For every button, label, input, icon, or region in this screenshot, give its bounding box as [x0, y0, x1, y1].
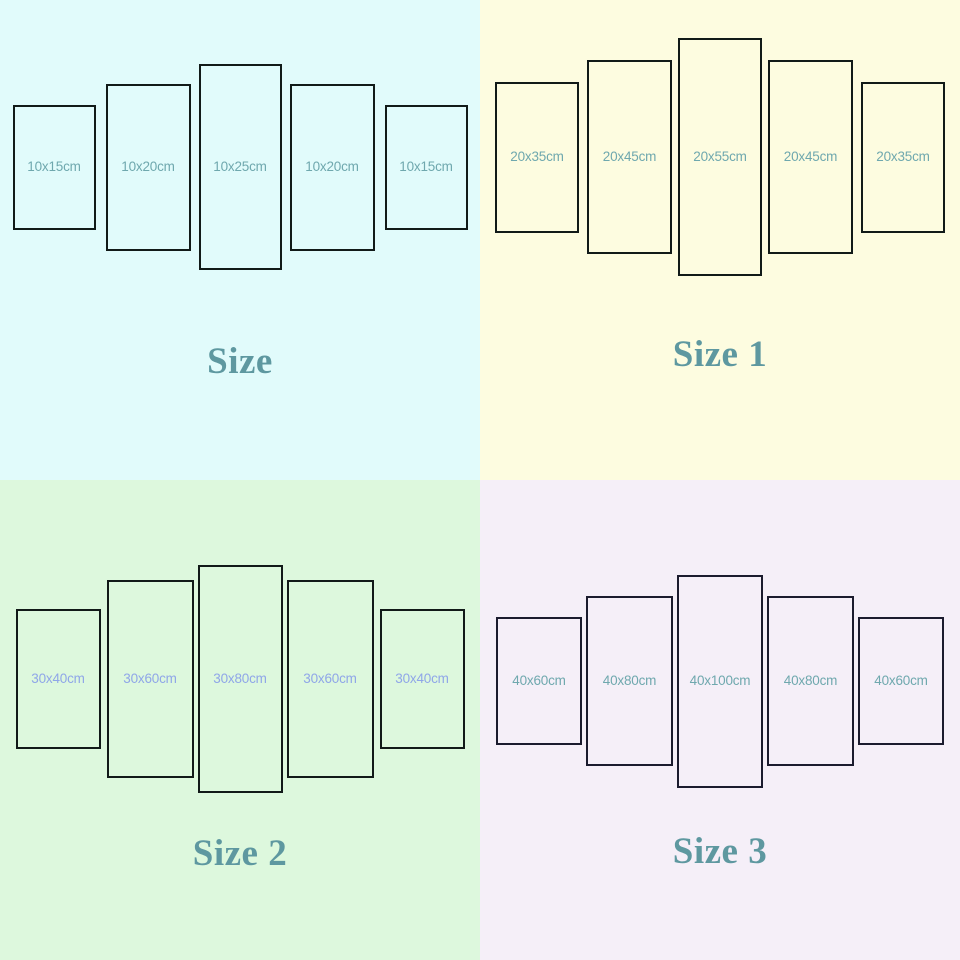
frame-size-label: 10x20cm — [121, 159, 175, 175]
canvas-frame[interactable]: 20x45cm — [587, 60, 672, 254]
frame-size-label: 40x80cm — [783, 673, 838, 689]
frame-size-label: 10x20cm — [305, 159, 359, 175]
canvas-frame[interactable]: 20x35cm — [861, 81, 945, 233]
frame-group: 20x35cm 20x45cm 20x55cm 20x45cm 20x35cm — [480, 0, 960, 322]
canvas-frame[interactable]: 40x60cm — [858, 617, 944, 745]
canvas-frame[interactable]: 30x60cm — [106, 580, 194, 778]
frame-size-label: 30x80cm — [213, 671, 267, 687]
frame-group: 30x40cm 30x60cm 30x80cm 30x60cm 30x40cm — [0, 514, 480, 844]
canvas-frame[interactable]: 30x60cm — [286, 580, 374, 778]
frame-size-label: 30x60cm — [303, 671, 357, 687]
canvas-frame[interactable]: 40x60cm — [496, 617, 582, 745]
canvas-frame[interactable]: 20x45cm — [768, 60, 853, 254]
frame-size-label: 20x35cm — [876, 149, 930, 165]
frame-group: 40x60cm 40x80cm 40x100cm 40x80cm 40x60cm — [480, 516, 960, 846]
frame-size-label: 40x60cm — [512, 673, 566, 689]
frame-size-label: 30x40cm — [31, 671, 85, 687]
frame-group: 10x15cm 10x20cm 10x25cm 10x20cm 10x15cm — [0, 2, 480, 332]
canvas-frame[interactable]: 30x40cm — [379, 609, 465, 749]
frame-size-label: 30x40cm — [395, 671, 449, 687]
frame-size-label: 20x45cm — [602, 149, 657, 165]
canvas-frame[interactable]: 10x15cm — [384, 104, 468, 230]
frame-size-label: 10x15cm — [27, 159, 81, 175]
frame-size-label: 40x60cm — [874, 673, 928, 689]
canvas-frame[interactable]: 10x20cm — [105, 83, 191, 251]
frame-size-label: 40x80cm — [602, 673, 657, 689]
panel-title: Size 1 — [672, 334, 768, 375]
frame-size-label: 10x15cm — [399, 159, 453, 175]
panel-title: Size 3 — [672, 831, 768, 872]
canvas-frame[interactable]: 30x80cm — [197, 565, 283, 793]
canvas-frame[interactable]: 20x55cm — [678, 38, 762, 276]
panel-title: Size — [207, 341, 273, 382]
frame-size-label: 20x55cm — [693, 149, 747, 165]
canvas-frame[interactable]: 30x40cm — [15, 609, 101, 749]
canvas-frame[interactable]: 40x80cm — [767, 596, 854, 766]
frame-size-label: 40x100cm — [689, 673, 751, 689]
frame-size-label: 10x25cm — [213, 159, 267, 175]
canvas-frame[interactable]: 40x100cm — [677, 574, 763, 788]
canvas-frame[interactable]: 10x20cm — [289, 83, 375, 251]
canvas-frame[interactable]: 40x80cm — [586, 596, 673, 766]
canvas-frame[interactable]: 10x25cm — [198, 64, 282, 270]
frame-size-label: 20x35cm — [510, 149, 564, 165]
frame-size-label: 30x60cm — [123, 671, 177, 687]
canvas-frame[interactable]: 20x35cm — [495, 81, 579, 233]
canvas-frame[interactable]: 10x15cm — [12, 104, 96, 230]
frame-size-label: 20x45cm — [783, 149, 838, 165]
panel-title: Size 2 — [192, 833, 288, 874]
